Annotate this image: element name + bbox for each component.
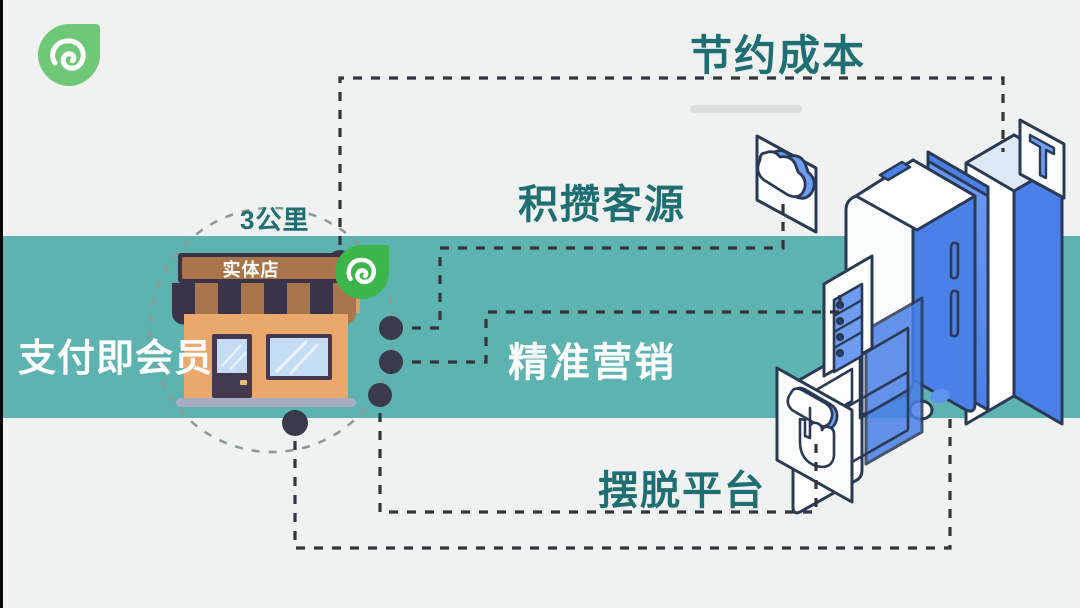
decorative-bar [690, 105, 802, 113]
left-border [0, 0, 3, 608]
physical-store-illustration [172, 253, 360, 407]
label-radius: 3公里 [240, 205, 310, 235]
cloud-icon [755, 134, 818, 234]
label-escape-platform: 摆脱平台 [598, 469, 766, 513]
snail-pin-logo[interactable] [36, 22, 102, 88]
label-precision-marketing: 精准营销 [508, 341, 676, 385]
label-save-cost: 节约成本 [690, 32, 867, 79]
store-sign-label: 实体店 [222, 260, 280, 280]
text-tool-icon [1018, 118, 1066, 200]
label-accumulate-customers: 积攒客源 [518, 183, 686, 227]
label-pay-to-member: 支付即会员 [18, 338, 214, 380]
snail-pin-marker[interactable] [333, 243, 391, 301]
